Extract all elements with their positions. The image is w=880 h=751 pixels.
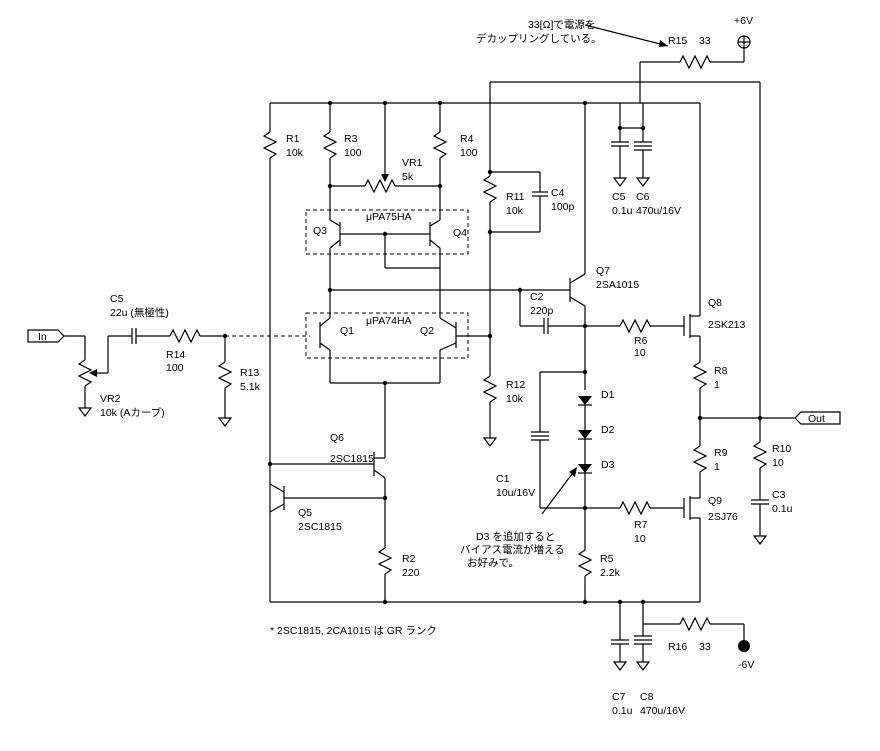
label-upa75ha: μPA75HA: [366, 211, 412, 223]
label-r12: R12: [506, 379, 525, 391]
value-c2: 220p: [530, 305, 554, 317]
note-d3-line2: バイアス電流が増える: [460, 543, 565, 556]
label-q7: Q7: [596, 265, 610, 277]
value-r11: 10k: [506, 205, 524, 217]
value-r13: 5.1k: [240, 381, 261, 393]
value-q7: 2SA1015: [596, 279, 639, 291]
component-labels: 33[Ω]で電源を デカップリングしている。 +6V R15 33 R1 10k…: [38, 15, 825, 717]
value-r8: 1: [714, 379, 720, 391]
note-r15-line1: 33[Ω]で電源を: [528, 18, 595, 31]
value-r14: 100: [166, 362, 184, 374]
value-r2: 220: [402, 567, 420, 579]
value-c3: 0.1u: [772, 503, 793, 515]
q3-q4-pair: [305, 209, 469, 290]
note-r15-line2: デカップリングしている。: [476, 32, 602, 45]
label-r9: R9: [714, 447, 728, 459]
label-r6: R6: [634, 335, 648, 347]
label-r1: R1: [286, 133, 300, 145]
label-r13: R13: [240, 367, 259, 379]
label-q6: Q6: [330, 432, 344, 444]
label-c5-input: C5: [110, 293, 124, 305]
value-r12: 10k: [506, 393, 524, 405]
label-r8: R8: [714, 365, 728, 377]
label-c4: C4: [551, 187, 565, 199]
value-vr2: 10k (Aカーブ): [100, 406, 165, 419]
value-c1: 10u/16V: [496, 487, 535, 499]
label-c7: C7: [612, 691, 626, 703]
label-c2: C2: [530, 291, 544, 303]
q1-q2-pair: [305, 268, 520, 458]
negative-supply: [270, 599, 750, 671]
value-c6: 470u/16V: [636, 205, 681, 217]
label-q4: Q4: [453, 227, 467, 239]
label-minus6v: -6V: [738, 659, 754, 671]
bias-diodes: [531, 369, 684, 602]
feedback-and-vas: [482, 82, 684, 447]
label-q3: Q3: [313, 225, 327, 237]
value-vr1: 5k: [402, 171, 414, 183]
label-d2: D2: [601, 424, 615, 436]
label-vr2: VR2: [100, 393, 121, 405]
out-connector-label: Out: [808, 413, 825, 425]
label-r15: R15: [668, 35, 687, 47]
value-r7: 10: [634, 533, 646, 545]
value-r9: 1: [714, 461, 720, 473]
label-r2: R2: [402, 553, 416, 565]
value-c8: 470u/16V: [640, 705, 685, 717]
label-d1: D1: [601, 389, 615, 401]
value-r4: 100: [460, 147, 478, 159]
label-r10: R10: [772, 443, 791, 455]
label-q5: Q5: [298, 507, 312, 519]
label-r7: R7: [634, 519, 648, 531]
label-c3: C3: [772, 489, 786, 501]
supply-section: [270, 24, 761, 420]
output-stage: [683, 103, 841, 602]
label-c1: C1: [496, 473, 510, 485]
label-q2: Q2: [420, 325, 434, 337]
note-d3-line1: D3 を追加すると: [476, 530, 555, 543]
value-r1: 10k: [286, 147, 304, 159]
label-d3: D3: [601, 459, 615, 471]
label-r11: R11: [506, 191, 525, 203]
value-q6: 2SC1815: [330, 453, 374, 465]
label-c5-decoupling: C5: [612, 191, 626, 203]
value-c7: 0.1u: [612, 705, 633, 717]
note-d3-line3: お好みで。: [467, 557, 519, 569]
value-q9: 2SJ76: [708, 511, 738, 523]
label-r16: R16: [668, 641, 687, 653]
input-network: [27, 328, 310, 427]
value-q8: 2SK213: [708, 319, 746, 331]
value-c4: 100p: [551, 201, 575, 213]
label-plus6v: +6V: [734, 15, 753, 27]
current-source: [267, 452, 393, 602]
value-c5-decoupling: 0.1u: [612, 205, 633, 217]
value-r3: 100: [344, 147, 362, 159]
upper-resistors: [262, 100, 448, 602]
footnote: * 2SC1815, 2CA1015 は GR ランク: [270, 625, 437, 637]
label-q1: Q1: [340, 325, 354, 337]
label-q8: Q8: [708, 297, 722, 309]
label-r4: R4: [460, 133, 474, 145]
label-upa74ha: μPA74HA: [366, 315, 412, 327]
value-q5: 2SC1815: [298, 521, 342, 533]
in-connector-label: In: [38, 331, 47, 343]
label-c8: C8: [640, 691, 654, 703]
value-c5-input: 22u (無極性): [110, 306, 169, 319]
label-c6: C6: [636, 191, 650, 203]
label-r5: R5: [600, 553, 614, 565]
value-r15: 33: [699, 35, 711, 47]
label-q9: Q9: [708, 495, 722, 507]
value-r5: 2.2k: [600, 567, 621, 579]
label-r3: R3: [344, 133, 358, 145]
value-r6: 10: [634, 347, 646, 359]
label-vr1: VR1: [402, 157, 423, 169]
label-r14: R14: [166, 349, 185, 361]
value-r10: 10: [772, 457, 784, 469]
value-r16: 33: [699, 641, 711, 653]
